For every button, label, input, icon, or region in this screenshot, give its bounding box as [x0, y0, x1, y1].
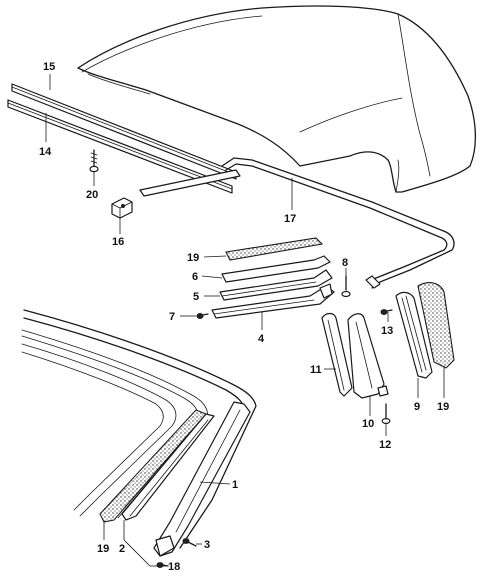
- callout-17: 17: [284, 213, 296, 225]
- strip-4: [211, 283, 335, 319]
- callout-20: 20: [86, 189, 98, 201]
- callout-9: 9: [414, 401, 420, 413]
- callout-15: 15: [43, 61, 55, 73]
- screw-20: [89, 149, 99, 173]
- side-weatherstrip-17: [221, 157, 455, 289]
- callout-16: 16: [112, 236, 124, 248]
- callout-labels: 15 14 20 16 17 19 6 8 5 7 4 13 11 10 9 1…: [39, 61, 449, 573]
- dotted-seal-19-right: [417, 282, 455, 369]
- channel-seal-9: [395, 291, 433, 379]
- windshield-seal-1: [153, 401, 251, 557]
- callout-19-upper: 19: [187, 252, 199, 264]
- callout-19-bottom: 19: [97, 543, 109, 555]
- callout-11: 11: [310, 364, 322, 376]
- callout-1: 1: [232, 479, 238, 491]
- callout-5: 5: [193, 291, 199, 303]
- strip-5: [219, 269, 333, 301]
- screw-8: [341, 275, 351, 298]
- cross-strip: [139, 169, 241, 197]
- callout-2: 2: [119, 543, 125, 555]
- leader-lines: [45, 74, 445, 567]
- callout-13: 13: [381, 325, 393, 337]
- strip-6: [221, 255, 331, 283]
- callout-8: 8: [342, 257, 348, 269]
- clip-16: [111, 197, 133, 219]
- callout-3: 3: [204, 539, 210, 551]
- front-header-seal-14: [7, 99, 233, 194]
- pillar-trim-10: [347, 313, 389, 399]
- callout-18: 18: [168, 561, 180, 573]
- screw-12: [381, 403, 391, 425]
- callout-14: 14: [39, 146, 52, 158]
- screw-18: [156, 562, 169, 568]
- callout-10: 10: [362, 418, 374, 430]
- windshield-seal-2: [121, 413, 215, 521]
- screw-7: [196, 313, 209, 319]
- callout-6: 6: [192, 271, 198, 283]
- screw-13: [380, 309, 393, 315]
- callout-12: 12: [379, 439, 391, 451]
- callout-4: 4: [258, 333, 265, 345]
- callout-19-right: 19: [437, 401, 449, 413]
- strip-19-upper: [225, 237, 324, 261]
- screw-3: [182, 538, 197, 547]
- pillar-trim-11: [321, 312, 353, 397]
- dotted-seal-19-bottom: [99, 409, 207, 523]
- callout-7: 7: [169, 311, 175, 323]
- convertible-top-shell: [77, 5, 476, 193]
- front-header-seal-15: [11, 83, 237, 180]
